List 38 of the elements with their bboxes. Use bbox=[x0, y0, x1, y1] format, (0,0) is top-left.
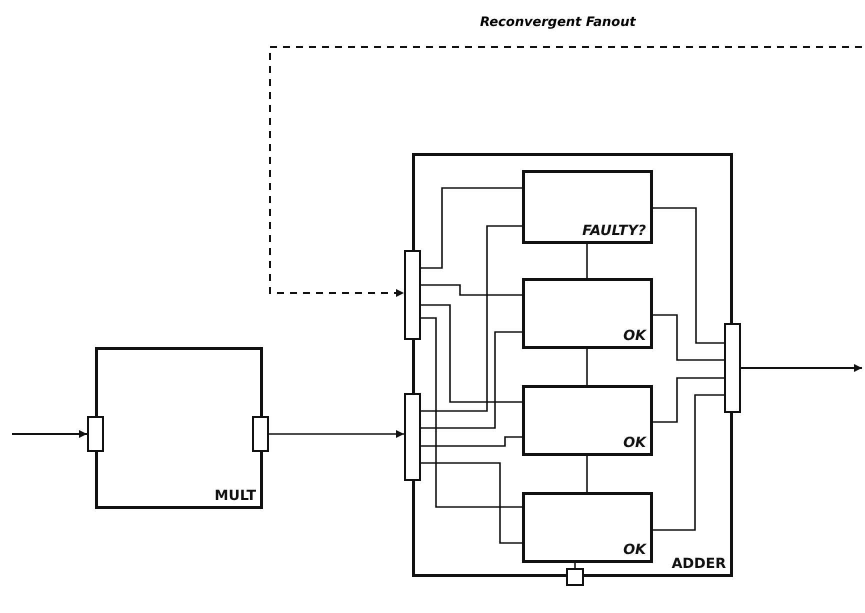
port-box bbox=[252, 416, 269, 452]
wire bbox=[574, 563, 576, 568]
arrow bbox=[269, 430, 404, 438]
port-box bbox=[404, 250, 421, 340]
wire bbox=[653, 207, 724, 344]
block-label: ADDER bbox=[672, 556, 726, 572]
port-box bbox=[724, 323, 741, 413]
status-label: OK bbox=[623, 435, 646, 451]
port-box bbox=[87, 416, 104, 452]
port-box bbox=[404, 393, 421, 481]
status-label: OK bbox=[623, 328, 646, 344]
module-box bbox=[522, 492, 653, 563]
wire bbox=[653, 394, 724, 531]
module-box bbox=[522, 278, 653, 349]
arrow bbox=[741, 364, 862, 372]
wire bbox=[653, 377, 724, 423]
wire bbox=[586, 244, 588, 278]
module-box bbox=[522, 170, 653, 244]
edge-label: Reconvergent Fanout bbox=[478, 15, 638, 30]
module-box bbox=[522, 385, 653, 456]
status-label: FAULTY? bbox=[582, 223, 646, 239]
wire bbox=[421, 225, 522, 412]
wire bbox=[421, 187, 522, 269]
block-label: MULT bbox=[214, 488, 256, 504]
block-box bbox=[412, 153, 733, 577]
wire bbox=[653, 314, 724, 361]
wire bbox=[586, 456, 588, 492]
port-box bbox=[566, 568, 584, 586]
wire bbox=[421, 317, 522, 508]
wire bbox=[421, 304, 522, 403]
status-label: OK bbox=[623, 542, 646, 558]
wire bbox=[421, 331, 522, 429]
arrow bbox=[12, 430, 87, 438]
wire bbox=[421, 284, 522, 296]
wire bbox=[586, 349, 588, 385]
wire bbox=[421, 462, 522, 544]
wire bbox=[421, 436, 522, 447]
dashed-arrow bbox=[269, 46, 862, 297]
